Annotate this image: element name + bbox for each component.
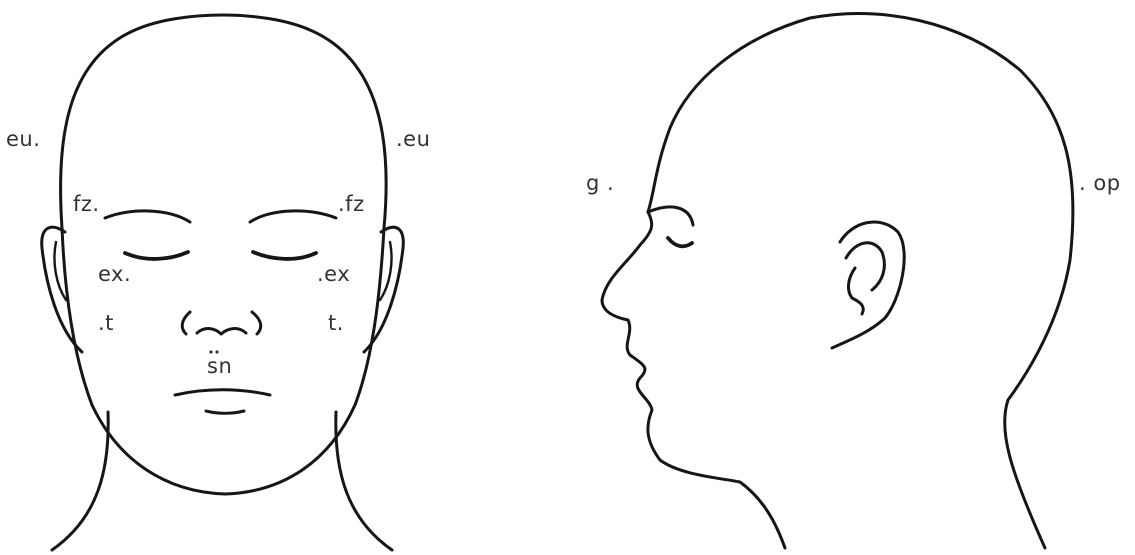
front-lower-lip xyxy=(206,411,244,413)
front-neck-left xyxy=(52,412,108,550)
label-t-right: t. xyxy=(328,313,344,334)
front-right-eye xyxy=(253,252,316,259)
label-fz-left: fz. xyxy=(73,194,100,215)
side-head-outline xyxy=(648,14,1073,548)
front-nose-right xyxy=(252,312,261,334)
side-ear-outer xyxy=(832,222,904,348)
label-ex-right: .ex xyxy=(317,264,350,285)
side-eye xyxy=(668,238,692,246)
front-left-eyebrow xyxy=(105,211,190,222)
front-right-eyebrow xyxy=(250,211,336,222)
label-ex-left: ex. xyxy=(98,264,131,285)
label-fz-right: .fz xyxy=(338,194,365,215)
label-t-left: .t xyxy=(98,313,114,334)
side-eyebrow xyxy=(648,207,693,225)
side-ear-concha xyxy=(848,268,863,314)
label-op: . op xyxy=(1079,173,1121,194)
label-g: g . xyxy=(586,173,614,194)
label-sn: sn xyxy=(207,356,232,377)
front-nose-left xyxy=(182,312,190,334)
front-neck-right xyxy=(336,412,392,550)
front-left-eye xyxy=(125,252,188,259)
label-eu-left: eu. xyxy=(6,129,40,150)
front-mouth xyxy=(175,390,270,395)
side-view-head xyxy=(602,14,1073,548)
front-nose-base xyxy=(197,329,246,334)
side-ear-helix xyxy=(846,243,884,290)
label-eu-right: .eu xyxy=(396,129,430,150)
side-face-profile xyxy=(602,212,785,548)
